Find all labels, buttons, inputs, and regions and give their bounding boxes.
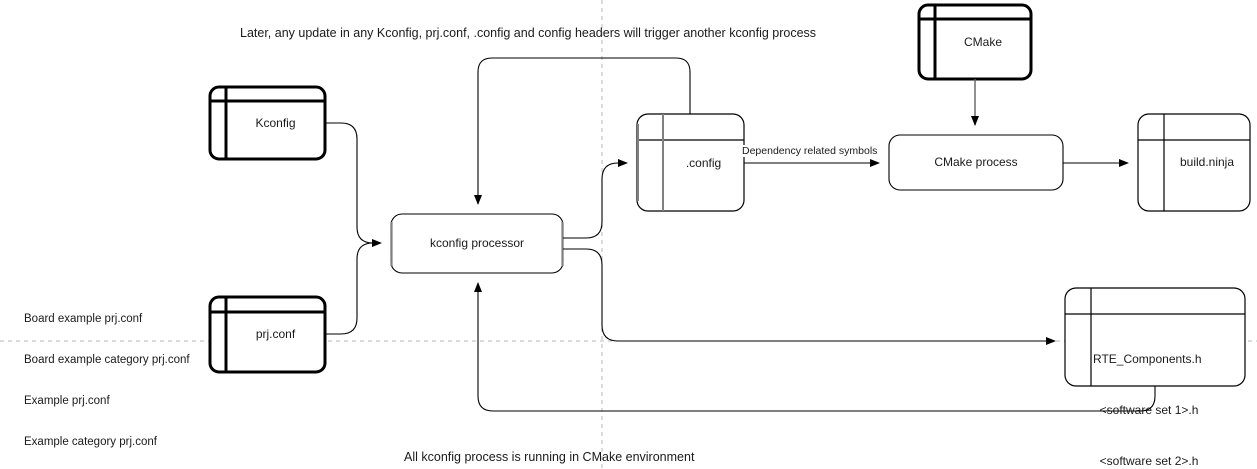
edge-processor-to-rte-components: [563, 248, 1056, 345]
edge-rte-components-feedback-to-processor: [474, 282, 1156, 412]
prj-conf-file-list: Board example prj.conf Board example cat…: [24, 286, 190, 469]
node-kconfig-shape: [208, 85, 327, 161]
node-cmake-shape: [917, 3, 1033, 81]
list-item: Board example prj.conf: [24, 313, 143, 326]
node-dot-config-shape: [636, 113, 745, 212]
edge-kconfig-to-processor: [325, 122, 382, 247]
edge-processor-to-dot-config: [563, 159, 628, 239]
list-item: Example prj.conf: [24, 394, 110, 407]
node-build-ninja-shape: [1137, 113, 1251, 212]
edge-prj-conf-to-processor: [325, 242, 381, 335]
node-prj-conf-shape: [208, 295, 327, 374]
node-cmake-process-shape: [888, 134, 1064, 191]
node-rte-components-shape: [1064, 287, 1246, 387]
note-top: Later, any update in any Kconfig, prj.co…: [240, 26, 817, 40]
node-kconfig-processor-shape: [390, 213, 564, 274]
edge-dot-config-feedback-to-processor: [474, 57, 691, 205]
list-item: Example category prj.conf: [24, 435, 157, 448]
edge-label-dependency-symbols: Dependency related symbols: [741, 145, 879, 157]
note-bottom: All kconfig process is running in CMake …: [404, 450, 695, 464]
list-item: Board example category prj.conf: [24, 353, 190, 366]
